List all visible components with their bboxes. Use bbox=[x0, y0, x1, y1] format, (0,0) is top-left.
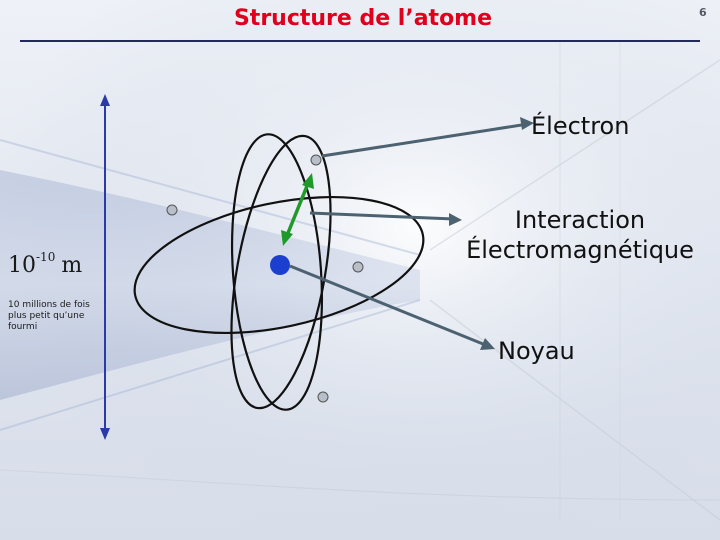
interaction-label-line2: Électromagnétique bbox=[466, 236, 694, 264]
noyau-label: Noyau bbox=[498, 337, 575, 365]
pointer-to-electron bbox=[321, 122, 529, 158]
interaction-arrowhead-bottom bbox=[281, 230, 293, 246]
orbit-vertical-left bbox=[230, 133, 324, 411]
pointer-to-noyau bbox=[289, 264, 489, 348]
scale-bar-bottom-arrowhead bbox=[100, 428, 110, 440]
electron-bottom bbox=[317, 391, 329, 403]
interaction-arrow bbox=[284, 180, 311, 239]
scale-base: 10 bbox=[8, 253, 36, 278]
electron-top bbox=[310, 154, 322, 166]
atom-diagram bbox=[133, 117, 534, 411]
scale-unit: m bbox=[61, 253, 83, 278]
scale-comparison-note: 10 millions de fois plus petit qu’une fo… bbox=[8, 300, 90, 332]
pointer-to-noyau-arrowhead bbox=[480, 338, 495, 350]
interaction-arrowhead-top bbox=[302, 173, 314, 189]
pointer-to-interaction bbox=[309, 211, 455, 221]
slide-title: Structure de l’atome bbox=[233, 6, 493, 31]
scale-value: 10-10 m bbox=[8, 250, 82, 278]
interaction-label: Interaction Électromagnétique bbox=[448, 205, 712, 265]
pointer-to-interaction-arrowhead bbox=[449, 213, 462, 226]
slide-number: 6 bbox=[699, 6, 707, 19]
interaction-label-line1: Interaction bbox=[514, 206, 646, 234]
pointer-to-electron-arrowhead bbox=[520, 117, 534, 130]
scale-exponent: -10 bbox=[36, 250, 56, 264]
nucleus bbox=[270, 255, 290, 275]
orbit-horizontal bbox=[133, 195, 425, 335]
scale-bar-top-arrowhead bbox=[100, 94, 110, 106]
electron-label: Électron bbox=[531, 112, 630, 140]
electron-right bbox=[352, 261, 364, 273]
electron-left bbox=[166, 204, 178, 216]
